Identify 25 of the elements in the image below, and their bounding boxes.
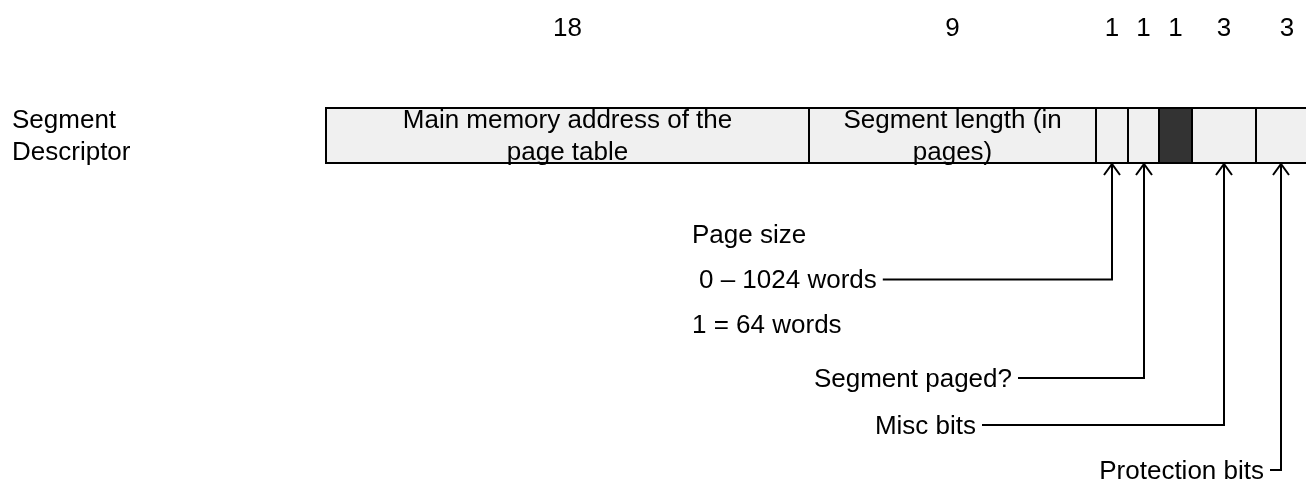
bit-width: 1 bbox=[1167, 12, 1184, 42]
bit-field bbox=[1127, 107, 1160, 164]
annotation-text: Misc bits bbox=[874, 409, 976, 441]
bit-width: 1 bbox=[1103, 12, 1121, 42]
bit-field bbox=[1191, 107, 1257, 164]
bit-field bbox=[1255, 107, 1306, 164]
bit-width: 9 bbox=[944, 12, 961, 42]
leader-line bbox=[981, 163, 1233, 426]
annotation-text: Protection bits bbox=[1099, 454, 1264, 486]
annotation-text: Page size bbox=[692, 218, 807, 251]
annotation-text: 1 = 64 words bbox=[692, 308, 842, 341]
bit-width: 1 bbox=[1135, 12, 1152, 42]
field-box: Main memory address of the page table bbox=[325, 107, 810, 164]
bit-width: 3 bbox=[1278, 12, 1296, 42]
row-label: Segment Descriptor bbox=[12, 103, 132, 167]
bit-width: 18 bbox=[552, 12, 583, 42]
bit-width: 3 bbox=[1215, 12, 1233, 42]
leader-line bbox=[1017, 163, 1153, 379]
bit-field bbox=[1095, 107, 1129, 164]
annotation-text: Segment paged? bbox=[813, 362, 1012, 394]
field-box: Segment length (in pages) bbox=[808, 107, 1097, 164]
leader-line bbox=[881, 163, 1121, 281]
leader-line bbox=[1269, 163, 1290, 471]
annotation-text: 0 – 1024 words bbox=[699, 263, 877, 296]
filled-bit-field bbox=[1158, 107, 1193, 164]
